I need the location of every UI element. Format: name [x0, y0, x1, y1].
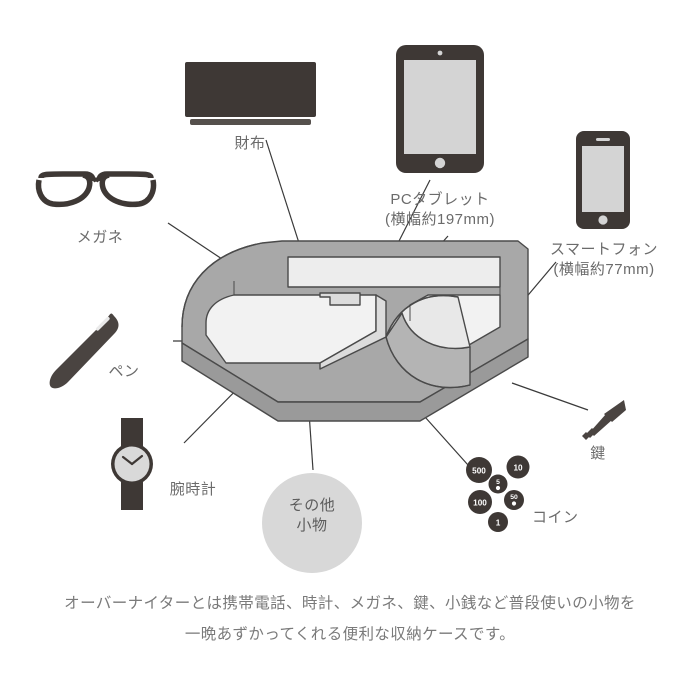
- caption-line-1: オーバーナイターとは携帯電話、時計、メガネ、鍵、小銭など普段使いの小物を: [64, 595, 636, 612]
- caption-line-2: 一晩あずかってくれる便利な収納ケースです。: [184, 626, 516, 643]
- watch-label: 腕時計: [169, 481, 217, 498]
- key-label: 鍵: [590, 445, 606, 462]
- coin-label: コイン: [532, 509, 579, 526]
- tablet-label: PCタブレット (横幅約197mm): [385, 190, 495, 231]
- tablet-name: PCタブレット: [390, 191, 490, 208]
- valet-tray-illustration: [181, 240, 529, 422]
- coins-icon: 500 10 5 100 50 1: [466, 455, 530, 532]
- tablet-size: (横幅約197mm): [384, 211, 496, 229]
- glasses-icon: [35, 171, 157, 208]
- smartphone-size: (横幅約77mm): [553, 261, 655, 279]
- svg-text:500: 500: [472, 467, 486, 476]
- other-items-label: その他 小物: [289, 496, 336, 537]
- other-items-badge: [262, 473, 362, 573]
- pen-label: ペン: [108, 363, 140, 380]
- smartphone-name: スマートフォン: [549, 241, 659, 258]
- wallet-label: 財布: [234, 135, 266, 152]
- smartphone-label: スマートフォン (横幅約77mm): [550, 240, 658, 281]
- glasses-label: メガネ: [76, 229, 124, 246]
- svg-text:5: 5: [496, 479, 500, 486]
- wallet-icon: [185, 62, 316, 125]
- wristwatch-icon: [111, 418, 153, 510]
- other-items-line2: 小物: [296, 517, 328, 535]
- pen-icon: [49, 313, 119, 389]
- caption: オーバーナイターとは携帯電話、時計、メガネ、鍵、小銭など普段使いの小物を 一晩あ…: [0, 588, 700, 650]
- svg-text:10: 10: [513, 464, 523, 473]
- svg-text:1: 1: [496, 519, 501, 528]
- svg-text:100: 100: [473, 499, 487, 508]
- other-items-line1: その他: [288, 497, 336, 514]
- key-icon: [582, 400, 626, 440]
- tablet-icon: [396, 45, 484, 173]
- svg-text:50: 50: [510, 494, 518, 501]
- smartphone-icon: [576, 131, 630, 229]
